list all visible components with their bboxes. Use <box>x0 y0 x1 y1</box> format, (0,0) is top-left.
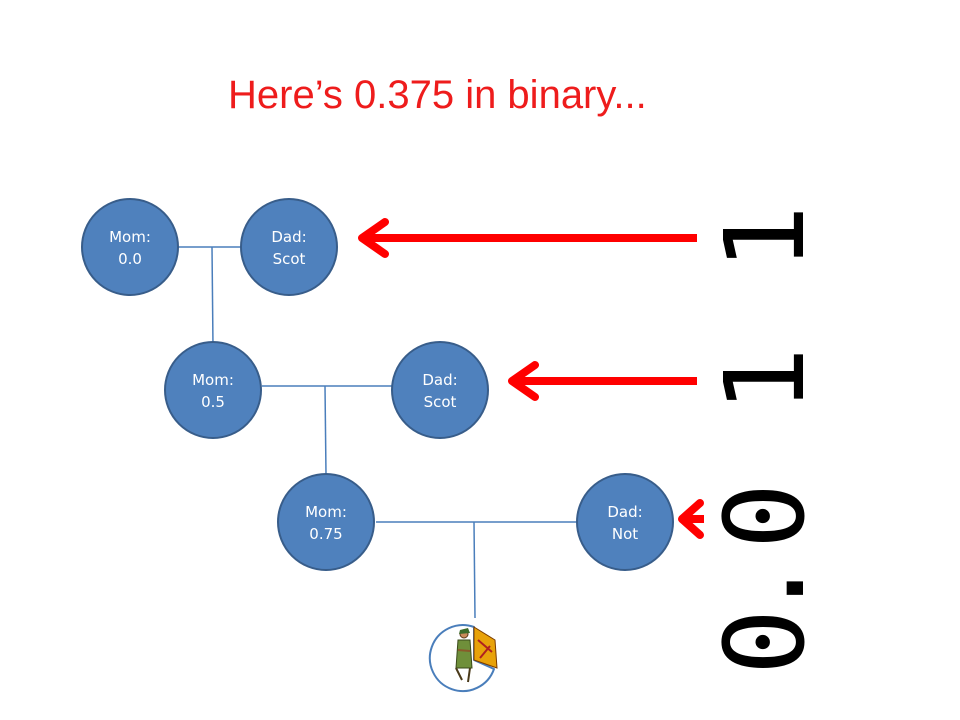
arrow-digit-1 <box>358 218 697 258</box>
node-value: Not <box>612 525 638 543</box>
binary-digit-1: 0 <box>701 483 829 549</box>
node-dad-scot-1: Dad: Scot <box>240 198 338 296</box>
node-label: Dad: <box>271 228 306 246</box>
connector-gen-3 <box>376 521 580 619</box>
connector-gen-2 <box>262 385 398 476</box>
page-title: Here’s 0.375 in binary... <box>228 73 647 117</box>
node-mom-0-0: Mom: 0.0 <box>81 198 179 296</box>
node-value: 0.0 <box>118 250 142 268</box>
binary-readout: 0 . 0 1 1 <box>701 205 829 675</box>
connector-gen-1 <box>177 246 246 348</box>
binary-digit-3: 1 <box>701 205 829 271</box>
node-value: 0.5 <box>201 393 225 411</box>
node-dad-scot-2: Dad: Scot <box>391 341 489 439</box>
node-value: Scot <box>424 393 457 411</box>
child-figure-icon <box>428 624 498 693</box>
binary-digit-2: 1 <box>701 347 829 413</box>
node-label: Dad: <box>422 371 457 389</box>
node-label: Mom: <box>109 228 151 246</box>
binary-point: . <box>701 555 829 621</box>
node-label: Dad: <box>607 503 642 521</box>
node-label: Mom: <box>192 371 234 389</box>
arrow-digit-2 <box>508 361 697 401</box>
arrow-digit-3 <box>678 499 704 539</box>
node-mom-0-75: Mom: 0.75 <box>277 473 375 571</box>
node-value: Scot <box>273 250 306 268</box>
node-mom-0-5: Mom: 0.5 <box>164 341 262 439</box>
node-label: Mom: <box>305 503 347 521</box>
binary-digit-integer: 0 <box>701 609 829 675</box>
node-dad-not: Dad: Not <box>576 473 674 571</box>
node-value: 0.75 <box>309 525 342 543</box>
